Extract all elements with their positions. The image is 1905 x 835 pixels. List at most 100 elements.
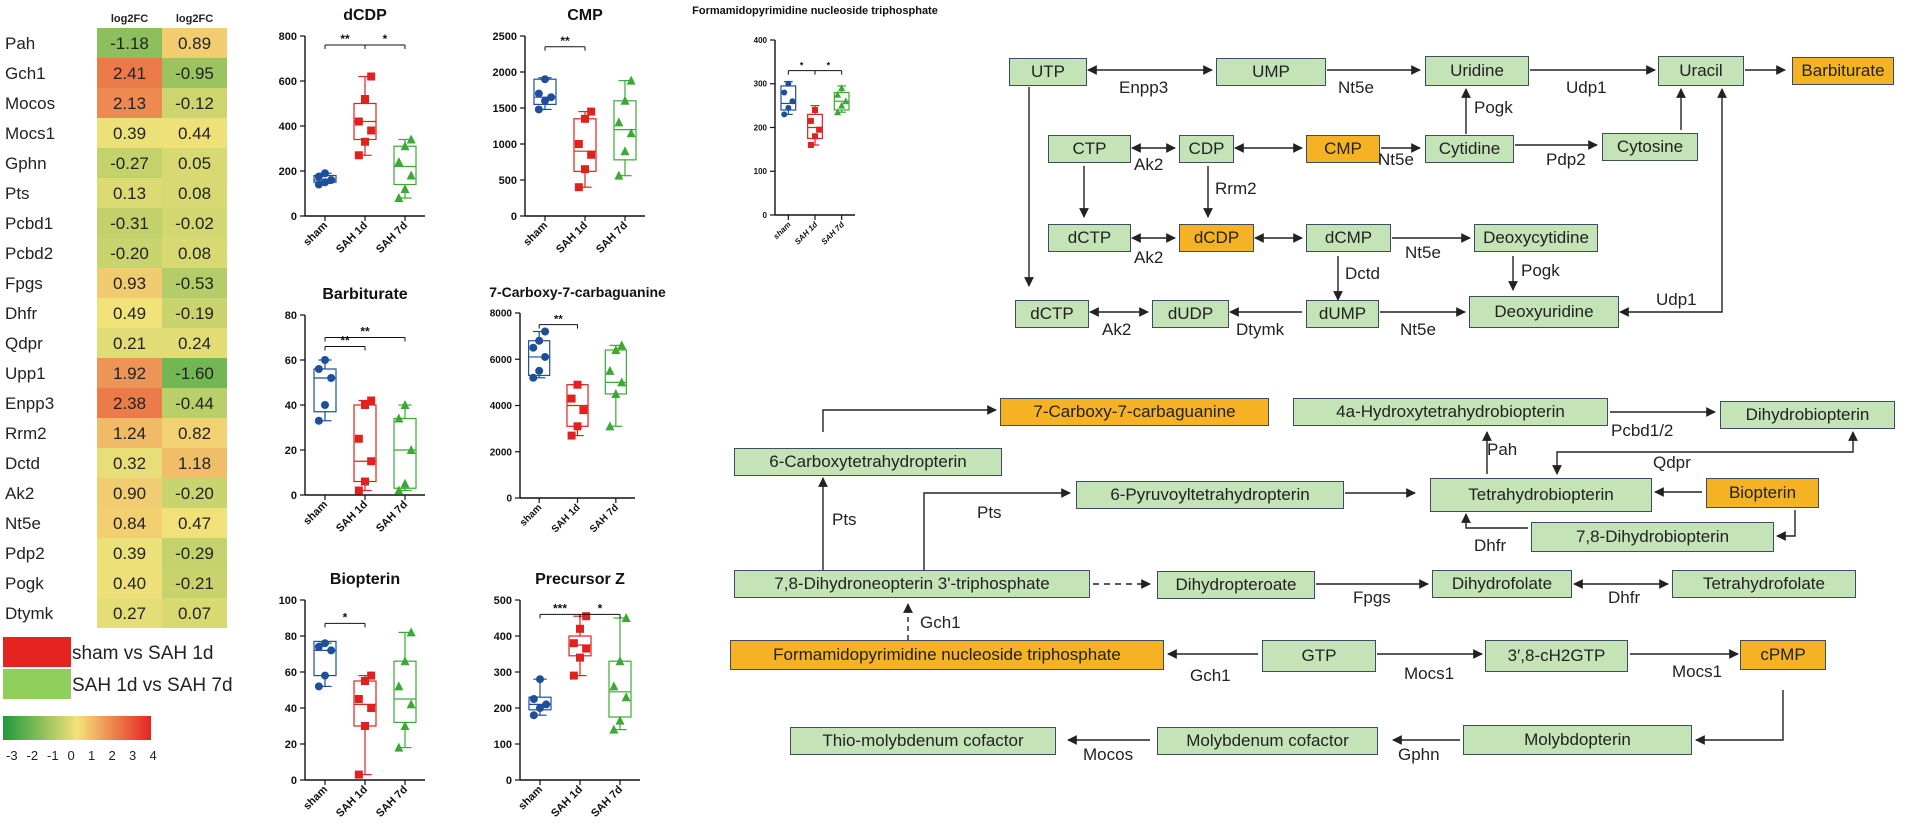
enzyme-ak2-b: Ak2 <box>1134 248 1164 267</box>
heatmap-cell-value: 1.92 <box>113 364 146 383</box>
heatmap-gene-label: Pcbd2 <box>5 244 53 263</box>
data-point <box>529 343 538 352</box>
box-plot-ytick-label: 2000 <box>493 67 517 79</box>
arrow-biopterin-dhb78 <box>1776 510 1796 541</box>
heatmap-cell <box>97 538 162 568</box>
heatmap-cell-value: -0.29 <box>175 544 214 563</box>
node-dihydropteroate: Dihydropteroate <box>1157 571 1315 599</box>
data-point <box>367 72 376 81</box>
color-scale-tick: 0 <box>68 748 75 763</box>
data-point <box>400 721 410 730</box>
heatmap-cell-value: 0.39 <box>113 124 146 143</box>
data-point <box>354 770 363 779</box>
heatmap-cell <box>162 388 227 418</box>
box-plot-ytick-label: 20 <box>285 739 297 751</box>
node-dudp: dUDP <box>1152 300 1229 328</box>
data-point <box>626 75 636 85</box>
node-formamido: Formamidopyrimidine nucleoside triphosph… <box>730 640 1164 670</box>
box-plot-ytick-label: 0 <box>511 211 517 223</box>
data-point <box>576 624 584 633</box>
data-point <box>321 671 329 680</box>
data-point <box>354 695 363 703</box>
heatmap-cell <box>97 178 162 208</box>
box-plot-title: Precursor Z <box>535 571 625 588</box>
data-point <box>314 642 323 651</box>
data-point <box>534 105 543 114</box>
data-point <box>314 682 323 691</box>
data-point <box>394 413 404 423</box>
heatmap-gene-label: Pcbd1 <box>5 214 53 233</box>
data-point <box>394 681 404 691</box>
node-ump: UMP <box>1216 58 1326 86</box>
heatmap-cell-value: -0.20 <box>175 484 214 503</box>
heatmap-cell-value: 2.13 <box>113 94 146 113</box>
box-iqr <box>313 368 337 413</box>
data-point <box>621 613 631 622</box>
box-plot-ytick-label: 40 <box>285 400 297 412</box>
heatmap-cell-value: 0.05 <box>178 154 211 173</box>
data-point <box>605 365 615 375</box>
heatmap-cell-value: 0.44 <box>178 124 211 143</box>
node-gtp: GTP <box>1262 640 1376 672</box>
legend-swatch <box>3 669 71 699</box>
data-point <box>406 445 416 454</box>
node-cmp: CMP <box>1306 135 1380 163</box>
color-scale-tick: 2 <box>109 748 116 763</box>
enzyme-pah: Pah <box>1487 440 1518 459</box>
data-point <box>838 101 846 109</box>
node-deoxycytidine: Deoxycytidine <box>1474 224 1598 252</box>
data-point <box>579 406 588 415</box>
heatmap-gene-label: Enpp3 <box>5 394 54 413</box>
heatmap-cell <box>97 268 162 298</box>
node-dihydrobiopterin: Dihydrobiopterin <box>1720 401 1895 429</box>
data-point <box>781 111 788 118</box>
data-point <box>812 107 818 113</box>
heatmap-cell-value: -0.44 <box>175 394 214 413</box>
box-plot-ytick-label: 800 <box>279 31 297 43</box>
heatmap-gene-label: Upp1 <box>5 364 46 383</box>
heatmap-gene-label: Pah <box>5 34 35 53</box>
heatmap-gene-label: Fpgs <box>5 274 43 293</box>
box-plot-ytick-label: 80 <box>285 310 297 322</box>
node-cytidine: Cytidine <box>1425 135 1514 163</box>
enzyme-pts-a: Pts <box>832 510 857 529</box>
data-point <box>576 653 584 662</box>
box-plot-title: Biopterin <box>330 571 400 588</box>
heatmap-cell <box>162 208 227 238</box>
data-point <box>812 133 818 140</box>
heatmap-cell-value: 0.84 <box>113 514 146 533</box>
arrow-to-carboxycarbaguanine <box>822 405 997 432</box>
enzyme-nt5e-c: Nt5e <box>1405 243 1441 262</box>
box-plot-ytick-label: 500 <box>494 595 512 607</box>
heatmap-gene-label: Mocs1 <box>5 124 55 143</box>
enzyme-qdpr: Qdpr <box>1653 453 1691 472</box>
sig-label: ** <box>340 334 350 348</box>
box-plot-ytick-label: 600 <box>279 76 297 88</box>
color-scale-tick: 4 <box>150 748 157 763</box>
data-point <box>834 90 842 98</box>
box-plot-ytick-label: 400 <box>279 121 297 133</box>
data-point <box>406 627 416 637</box>
node-tetrahydrofolate: Tetrahydrofolate <box>1672 570 1856 598</box>
data-point <box>321 401 329 409</box>
node-biopterin: Biopterin <box>1706 478 1819 508</box>
enzyme-dtymk: Dtymk <box>1236 320 1285 339</box>
box-plot-ytick-label: 2000 <box>490 447 513 458</box>
legend-label: sham vs SAH 1d <box>72 643 214 664</box>
enzyme-gch1-b: Gch1 <box>1190 666 1231 685</box>
data-point <box>541 96 549 105</box>
data-point <box>626 128 636 138</box>
heatmap-cell-value: -0.20 <box>110 244 149 263</box>
box-plot-ytick-label: 1000 <box>493 139 517 151</box>
node-moco: Molybdenum cofactor <box>1157 727 1378 755</box>
box-plot-ytick-label: 300 <box>754 80 768 89</box>
data-point <box>534 89 543 98</box>
heatmap-cell <box>162 178 227 208</box>
arrow-dhb78-thb <box>1461 513 1528 529</box>
data-point <box>567 394 576 403</box>
data-point <box>542 700 551 709</box>
enzyme-ak2-a: Ak2 <box>1134 155 1164 174</box>
data-point <box>361 95 369 103</box>
data-point <box>569 639 578 648</box>
box-plot-ytick-label: 200 <box>754 123 768 132</box>
